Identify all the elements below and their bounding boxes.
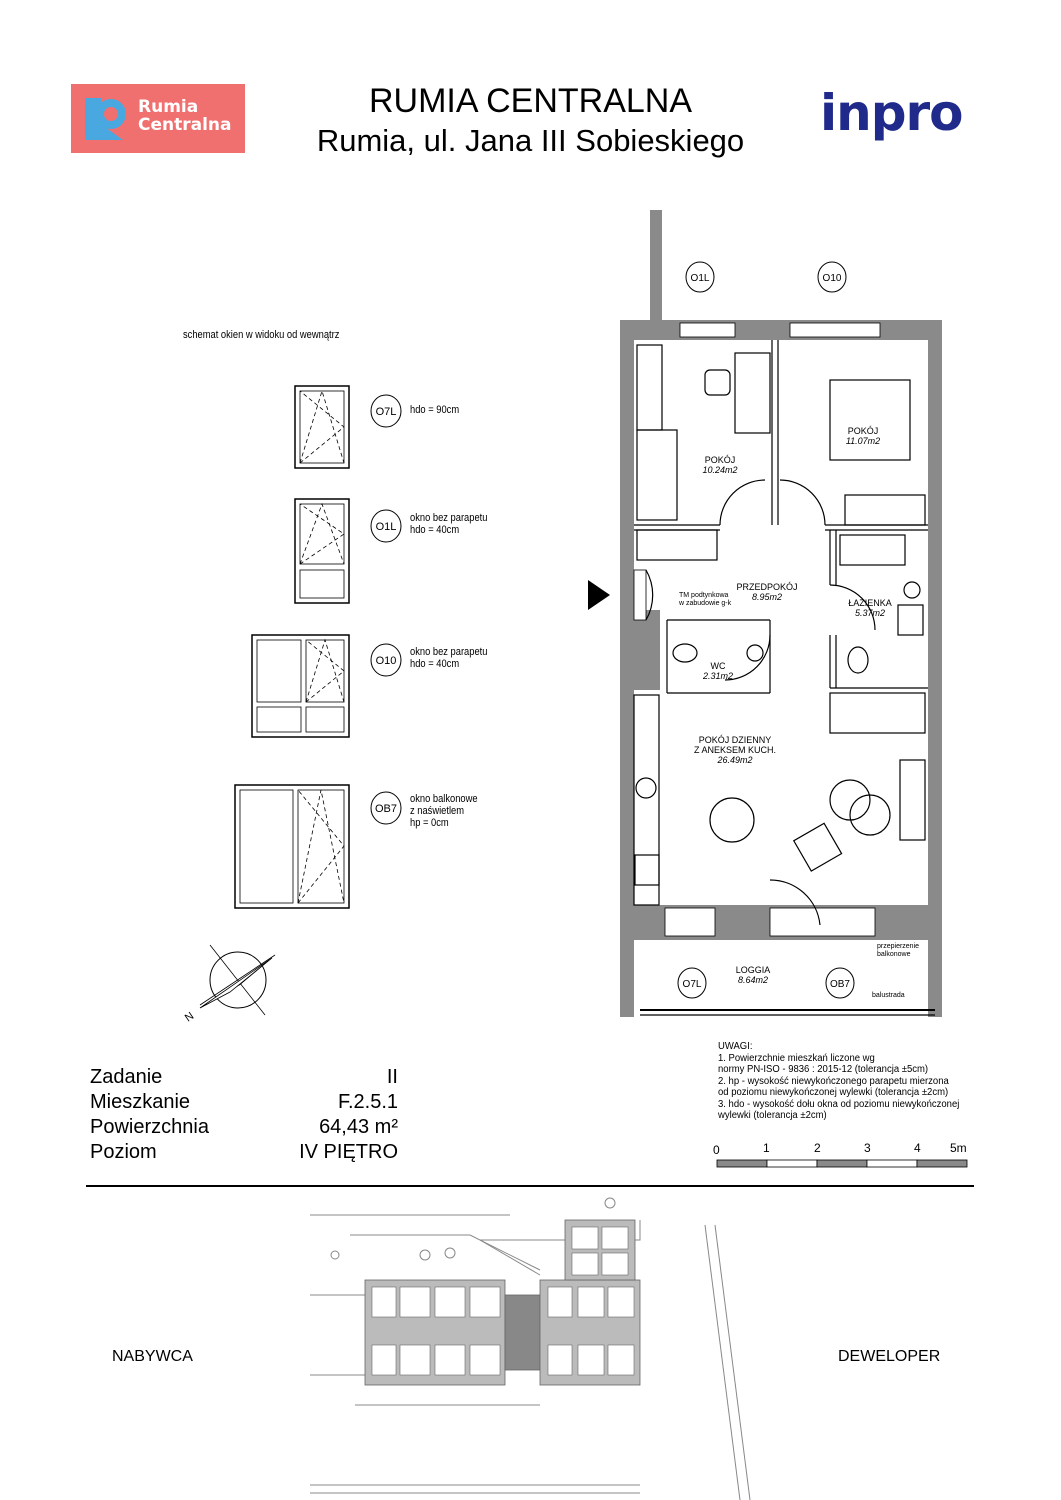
svg-text:O10: O10 (823, 273, 842, 284)
notes-title: UWAGI: (718, 1041, 753, 1052)
svg-text:POKÓJ: POKÓJ (705, 455, 736, 465)
separator (86, 1185, 974, 1187)
notes-line: wylewki (tolerancja ±2cm) (718, 1110, 827, 1121)
signature-developer: DEWELOPER (838, 1348, 941, 1365)
window-desc-line: hdo = 40cm (410, 658, 460, 670)
window-desc-o1l: okno bez parapetu hdo = 40cm (410, 512, 487, 536)
svg-text:balustrada: balustrada (872, 992, 905, 999)
window-code-ob7: OB7 (370, 791, 402, 825)
svg-text:przepierzenie: przepierzenie (877, 943, 919, 950)
notes-line: normy PN-ISO - 9836 : 2015-12 (tolerancj… (718, 1064, 929, 1075)
notes: UWAGI: 1. Powierzchnie mieszkań liczone … (718, 1041, 994, 1122)
svg-text:POKÓJ: POKÓJ (848, 426, 879, 436)
page-subtitle: Rumia, ul. Jana III Sobieskiego (316, 123, 745, 158)
logo-line2: Centralna (138, 115, 232, 135)
svg-text:O7L: O7L (376, 406, 397, 418)
window-desc-o7l: hdo = 90cm (410, 404, 459, 416)
svg-text:PRZEDPOKÓJ: PRZEDPOKÓJ (736, 582, 797, 592)
windows-schema-title: schemat okien w widoku od wewnątrz (183, 329, 340, 341)
window-desc-line: okno bez parapetu (410, 646, 488, 658)
svg-text:Z ANEKSEM KUCH.: Z ANEKSEM KUCH. (694, 745, 776, 755)
svg-text:OB7: OB7 (375, 803, 397, 815)
window-desc-o10: okno bez parapetu hdo = 40cm (410, 646, 487, 670)
info-label-task: Zadanie (90, 1066, 163, 1088)
scale-tick-2: 2 (814, 1141, 821, 1155)
notes-line: 3. hdo - wysokość dołu okna od poziomu n… (718, 1098, 960, 1110)
window-desc-line: okno bez parapetu (410, 512, 488, 524)
scale-bar (716, 1159, 968, 1168)
info-value-area: 64,43 m² (319, 1116, 398, 1138)
window-desc-line: hdo = 90cm (410, 404, 460, 416)
svg-text:POKÓJ DZIENNY: POKÓJ DZIENNY (699, 735, 772, 745)
svg-text:5.37m2: 5.37m2 (855, 608, 885, 618)
scale-tick-1: 1 (763, 1141, 770, 1155)
window-code-o7l: O7L (370, 394, 402, 428)
wall (650, 210, 662, 325)
logo-line1: Rumia (138, 97, 199, 117)
info-label-apartment: Mieszkanie (90, 1091, 191, 1113)
notes-line: 2. hp - wysokość niewykończonego parapet… (718, 1075, 949, 1087)
notes-line: 1. Powierzchnie mieszkań liczone wg (718, 1052, 875, 1064)
svg-text:ŁAZIENKA: ŁAZIENKA (848, 598, 892, 608)
window-desc-line: z naświetlem (410, 805, 465, 817)
svg-text:26.49m2: 26.49m2 (716, 755, 752, 765)
info-label-area: Powierzchnia (90, 1116, 209, 1138)
logo-rumia-centralna (71, 84, 245, 153)
compass-icon: N (183, 944, 276, 1024)
scale-tick-0: 0 (713, 1143, 720, 1157)
info-value-level: IV PIĘTRO (299, 1141, 398, 1163)
svg-text:O1L: O1L (376, 521, 397, 533)
page-title: RUMIA CENTRALNA (368, 82, 693, 120)
svg-text:w zabudowie g-k: w zabudowie g-k (678, 600, 732, 607)
svg-text:LOGGIA: LOGGIA (736, 965, 771, 975)
signature-buyer: NABYWCA (112, 1348, 193, 1365)
info-value-apartment: F.2.5.1 (337, 1091, 398, 1113)
svg-text:8.95m2: 8.95m2 (752, 592, 782, 602)
svg-text:O1L: O1L (691, 273, 710, 284)
svg-text:O10: O10 (376, 655, 397, 667)
logo-mark-icon (85, 98, 126, 140)
window-desc-line: hp = 0cm (410, 817, 449, 829)
windows-schema-drawings (234, 385, 350, 909)
svg-text:2.31m2: 2.31m2 (702, 671, 733, 681)
scale-tick-4: 4 (914, 1141, 921, 1155)
svg-text:10.24m2: 10.24m2 (702, 465, 737, 475)
window-desc-line: hdo = 40cm (410, 524, 460, 536)
svg-text:OB7: OB7 (830, 979, 850, 990)
svg-text:O7L: O7L (683, 979, 702, 990)
logo-text: Rumia Centralna (138, 98, 232, 134)
svg-text:TM podtynkowa: TM podtynkowa (679, 592, 729, 599)
floor-plan: O1L O10 O7L OB7 POKÓJ 10.24m2 POKÓJ 11.0… (588, 210, 942, 1017)
scale-tick-5: 5m (950, 1141, 967, 1155)
info-value-task: II (386, 1066, 398, 1088)
window-code-o1l: O1L (370, 509, 402, 543)
window-desc-ob7: okno balkonowe z naświetlem hp = 0cm (410, 793, 478, 829)
svg-text:WC: WC (711, 661, 726, 671)
window-desc-line: okno balkonowe (410, 793, 478, 805)
svg-text:8.64m2: 8.64m2 (738, 975, 768, 985)
svg-text:N: N (183, 1010, 196, 1024)
logo-inpro: inpro (820, 84, 964, 142)
svg-text:balkonowe: balkonowe (877, 951, 911, 958)
notes-line: od poziomu niewykończonej wylewki (toler… (718, 1087, 949, 1098)
window-code-o10: O10 (370, 643, 402, 677)
info-label-level: Poziom (90, 1141, 157, 1163)
svg-text:11.07m2: 11.07m2 (846, 436, 880, 446)
site-plan (310, 1197, 751, 1500)
scale-tick-3: 3 (864, 1141, 871, 1155)
